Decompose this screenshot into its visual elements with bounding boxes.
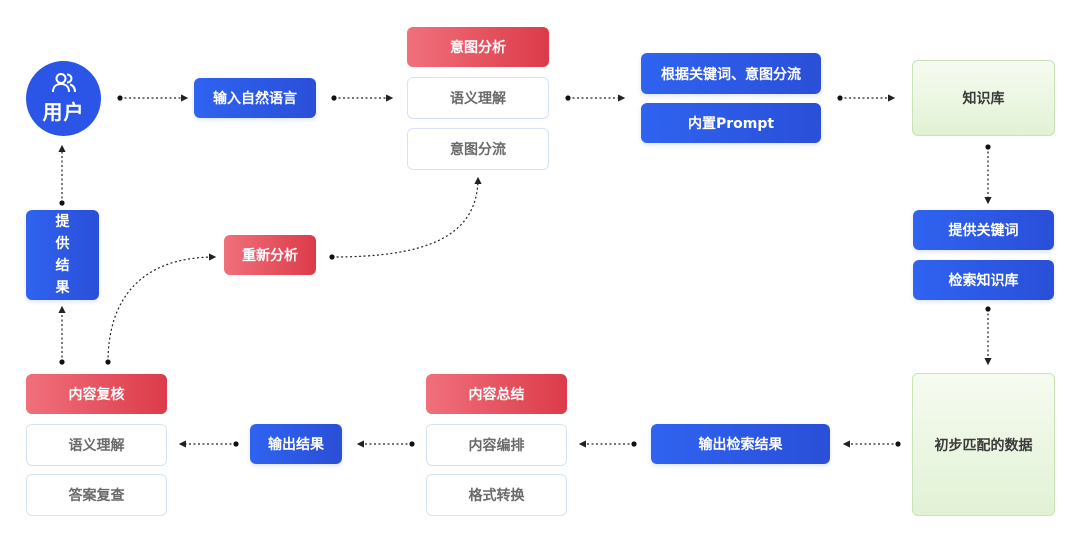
input-natural-language-node: 输入自然语言 [194,78,316,118]
provide-result-node: 提 供 结 果 [26,210,99,300]
builtin-prompt-node: 内置Prompt [641,103,821,143]
user-label: 用户 [42,100,85,124]
edge-review-to-reanalyze [107,253,217,363]
content-summary-item-arrange: 内容编排 [426,424,567,466]
user-group-icon [51,73,76,93]
content-review-item-semantic: 语义理解 [26,424,167,466]
initial-match-data-node: 初步匹配的数据 [912,373,1055,516]
intent-analysis-item-semantic: 语义理解 [407,77,549,119]
user-node: 用户 [26,61,101,136]
content-summary-title: 内容总结 [426,374,567,414]
provide-result-char: 结 [55,258,70,274]
provide-result-char: 供 [55,236,70,252]
keyword-intent-routing-node: 根据关键词、意图分流 [641,53,821,94]
output-result-node: 输出结果 [250,424,342,464]
intent-analysis-title: 意图分析 [407,27,549,67]
edge-reanalyze-to-intent [331,176,482,258]
provide-result-char: 提 [55,214,70,230]
search-knowledge-base-node: 检索知识库 [913,260,1054,300]
provide-keywords-node: 提供关键词 [913,210,1054,250]
content-summary-item-format: 格式转换 [426,474,567,516]
intent-analysis-item-routing: 意图分流 [407,128,549,170]
reanalyze-node: 重新分析 [224,235,316,275]
knowledge-base-node: 知识库 [912,60,1055,136]
content-review-title: 内容复核 [26,374,167,414]
output-search-result-node: 输出检索结果 [651,424,830,464]
provide-result-char: 果 [55,280,70,296]
content-review-item-answer-check: 答案复查 [26,474,167,516]
